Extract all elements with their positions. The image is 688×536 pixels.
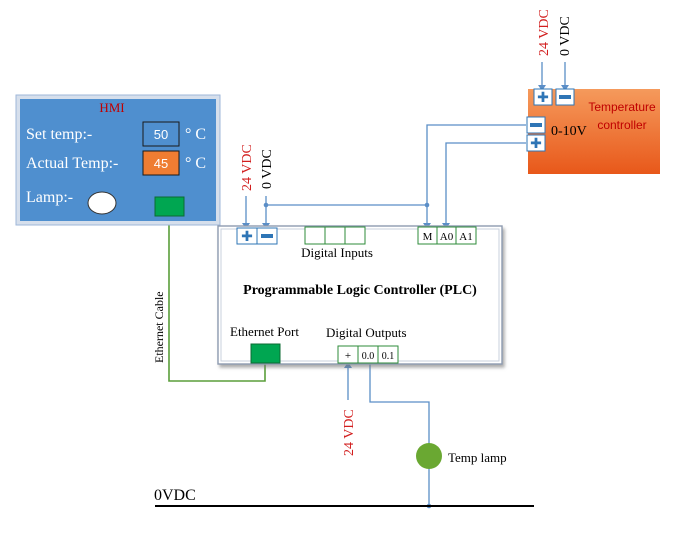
set-temp-field[interactable]	[142, 121, 180, 147]
lamp-label: Lamp:-	[26, 189, 73, 206]
ethernet-cable-wire	[168, 216, 266, 382]
arrow-head-icon	[344, 362, 352, 368]
output-terminal-plus-label: +	[345, 350, 351, 362]
ground-bus-label: 0VDC	[154, 487, 196, 504]
digital-outputs-label: Digital Outputs	[326, 325, 407, 340]
plus-icon: ✚	[530, 135, 542, 151]
set-temp-value: 50	[154, 127, 168, 142]
hmi-title: HMI	[99, 100, 124, 115]
actual-temp-field	[142, 150, 180, 176]
minus-icon	[261, 234, 273, 238]
minus-icon	[559, 95, 571, 99]
analog-terminal-a0-label: A0	[440, 231, 454, 243]
tc-minus-to-m-wire	[426, 124, 526, 226]
plc-box	[217, 225, 503, 365]
analog-terminal-a1	[455, 226, 477, 245]
tc-plus-terminal	[533, 88, 553, 106]
digital-input-terminal	[344, 226, 366, 245]
hmi-panel: HMI Set temp:- 50 ° C Actual Temp:- 45 °…	[15, 94, 221, 226]
junction-dot	[263, 202, 269, 208]
output-terminal-0-1-label: 0.1	[382, 351, 395, 362]
digital-input-terminal	[304, 226, 326, 245]
digital-inputs-label: Digital Inputs	[301, 245, 373, 260]
output-terminal-0-1	[377, 345, 399, 364]
tc-label-line1: Temperature	[588, 100, 656, 114]
tc-plus-to-a0-wire	[445, 142, 526, 226]
actual-temp-label: Actual Temp:-	[26, 155, 118, 172]
output-to-lamp-wire	[369, 364, 430, 444]
wires	[168, 62, 566, 506]
plc-title: Programmable Logic Controller (PLC)	[243, 283, 477, 298]
minus-icon	[530, 123, 542, 127]
tc-24vdc-label: 24 VDC	[537, 9, 552, 56]
arrow-head-icon	[538, 85, 546, 91]
actual-temp-value: 45	[154, 156, 168, 171]
plc-24vdc-label: 24 VDC	[240, 144, 255, 191]
analog-terminal-m-label: M	[423, 231, 433, 243]
ethernet-port-label: Ethernet Port	[230, 324, 299, 339]
tc-signal-plus-terminal	[526, 134, 546, 152]
output-terminal-0-0-label: 0.0	[362, 351, 375, 362]
hmi-lamp-indicator	[87, 191, 117, 215]
junction-dot	[424, 202, 430, 208]
plus-icon: ✚	[537, 89, 549, 105]
arrow-head-icon	[561, 85, 569, 91]
ethernet-cable-label: Ethernet Cable	[152, 291, 166, 363]
temp-lamp-label: Temp lamp	[448, 450, 507, 465]
actual-temp-unit: ° C	[185, 155, 206, 172]
temperature-controller: Temperature controller 0-10V ✚ ✚	[526, 88, 660, 174]
plc-0vdc-label: 0 VDC	[260, 149, 275, 189]
set-temp-unit: ° C	[185, 126, 206, 143]
digital-input-terminal	[324, 226, 346, 245]
output-24vdc-label: 24 VDC	[342, 409, 357, 456]
set-temp-label: Set temp:-	[26, 126, 92, 143]
plus-icon: ✚	[241, 228, 253, 244]
tc-signal-label: 0-10V	[551, 124, 587, 139]
tc-0vdc-label: 0 VDC	[558, 16, 573, 56]
plc-ethernet-port	[250, 343, 281, 364]
temp-lamp	[416, 443, 442, 469]
analog-terminal-a1-label: A1	[459, 231, 472, 243]
tc-label-line2: controller	[597, 118, 646, 132]
hmi-ethernet-port	[154, 196, 185, 217]
plc: ✚ Digital Inputs M A0 A1 Programmable Lo…	[217, 225, 503, 365]
